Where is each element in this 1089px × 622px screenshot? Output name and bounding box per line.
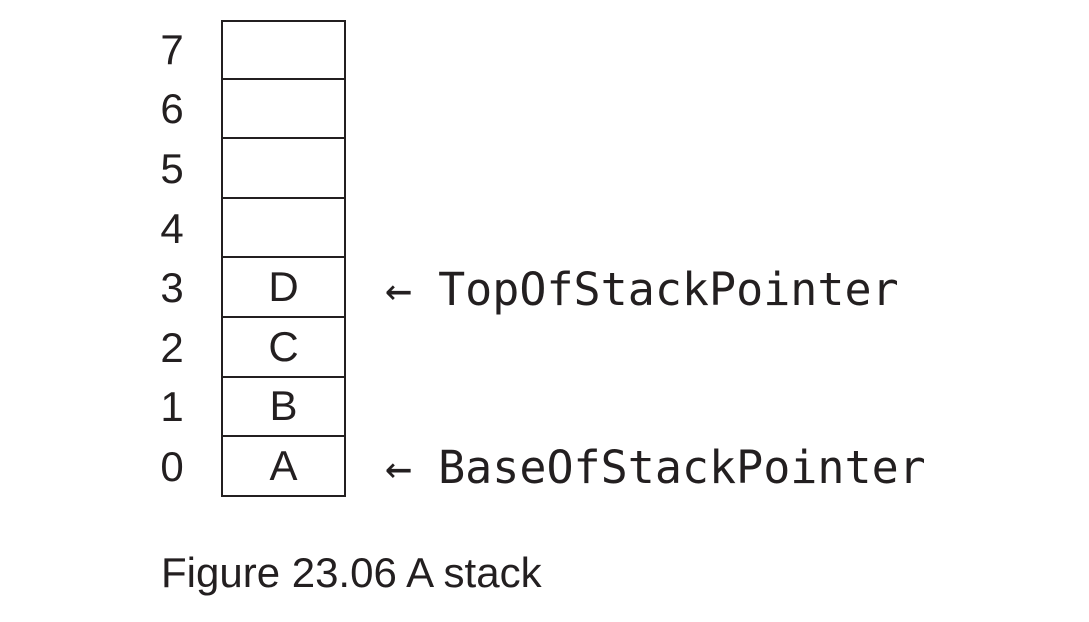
row-index-label-0: 0 (160, 442, 184, 490)
stack-cell-3: D (221, 256, 346, 318)
row-index-label-7: 7 (160, 25, 184, 73)
row-index-label-2: 2 (160, 323, 184, 371)
row-index-label-1: 1 (160, 383, 184, 431)
stack-cell-6 (221, 77, 346, 140)
stack-cell-0: A (221, 435, 346, 497)
row-index-label-3: 3 (160, 264, 184, 312)
figure-caption: Figure 23.06 A stack (161, 549, 542, 596)
row-index-label-6: 6 (160, 85, 184, 133)
top-of-stack-pointer-label: TopOfStackPointer (438, 262, 899, 316)
stack-cell-7 (221, 20, 346, 80)
base-of-stack-pointer: ← BaseOfStackPointer (385, 437, 926, 497)
stack-cell-1: B (221, 375, 346, 438)
left-arrow-icon: ← (385, 440, 413, 494)
base-of-stack-pointer-label: BaseOfStackPointer (438, 440, 926, 494)
stack-cell-2: C (221, 315, 346, 378)
stack-diagram: 7 6 5 4 3 D 2 C 1 B 0 A (150, 20, 346, 497)
left-arrow-icon: ← (385, 262, 413, 316)
top-of-stack-pointer: ← TopOfStackPointer (385, 259, 899, 319)
row-index-label-5: 5 (160, 144, 184, 192)
stack-cell-4 (221, 196, 346, 259)
row-index-label-4: 4 (160, 204, 184, 252)
stack-cell-5 (221, 137, 346, 199)
